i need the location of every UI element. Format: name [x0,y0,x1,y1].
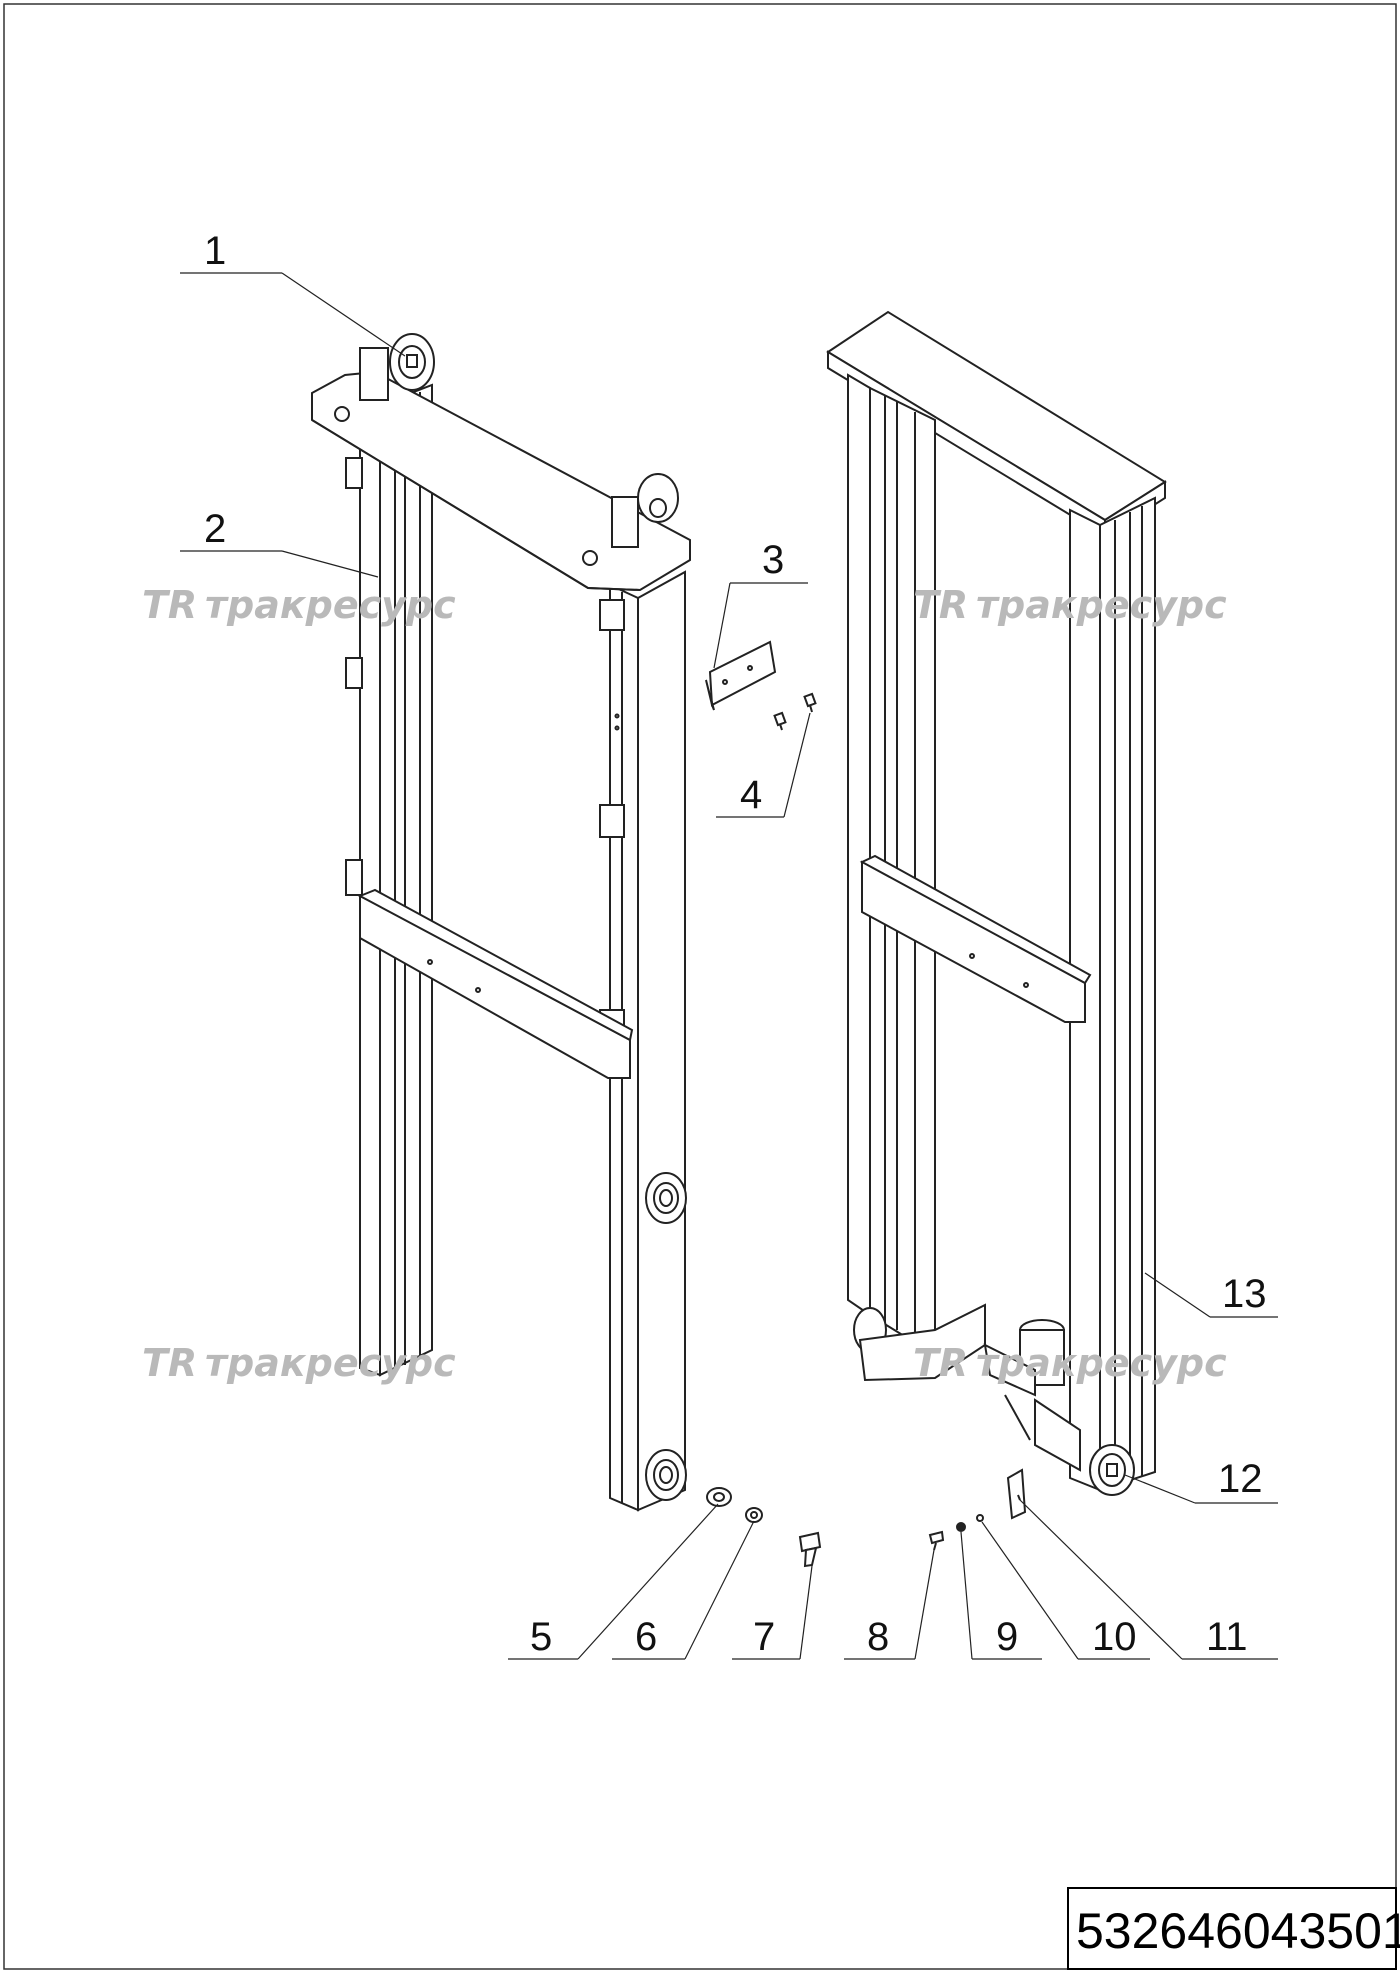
watermark-logo: TR [142,1341,197,1385]
part-8-bolt [928,1530,945,1551]
sheet-border [3,3,1397,1970]
loose-parts [705,640,1027,1568]
part-number-box: 532646043501 [1067,1887,1400,1970]
callout-8: 8 [867,1615,889,1659]
callout-2: 2 [204,507,226,551]
watermark-text: тракресурс [976,1341,1227,1385]
callout-9: 9 [996,1615,1018,1659]
part-number: 532646043501 [1076,1903,1400,1959]
callout-4: 4 [740,773,762,817]
watermark-text: тракресурс [205,583,456,627]
watermark-bottom-left: TR тракресурс [142,1341,456,1385]
callout-1: 1 [204,229,226,273]
callout-3: 3 [762,538,784,582]
callout-6: 6 [635,1615,657,1659]
part-3-plate [708,640,777,707]
watermark-logo: TR [913,583,968,627]
watermark-logo: TR [913,1341,968,1385]
watermark-text: тракресурс [205,1341,456,1385]
part-4-screws [773,692,817,731]
callout-5: 5 [530,1615,552,1659]
callout-7: 7 [753,1615,775,1659]
callout-13: 13 [1222,1272,1267,1316]
watermark-text: тракресурс [976,583,1227,627]
part-7-bolt [798,1531,822,1568]
watermark-bottom-right: TR тракресурс [913,1341,1227,1385]
watermark-logo: TR [142,583,197,627]
part-10-washer [976,1514,984,1522]
right-frame-assembly [826,310,1167,1496]
callout-10: 10 [1092,1615,1137,1659]
part-9-nut [956,1522,966,1532]
callout-12: 12 [1218,1457,1263,1501]
leader-lines [180,272,1278,1660]
callout-labels: 1 2 3 4 5 6 7 8 9 10 11 12 13 [204,229,1267,1659]
callout-11: 11 [1206,1615,1248,1659]
watermark-top-left: TR тракресурс [142,583,456,627]
watermark-top-right: TR тракресурс [913,583,1227,627]
part-11-bracket [1006,1468,1027,1520]
left-frame-assembly [311,333,691,1512]
